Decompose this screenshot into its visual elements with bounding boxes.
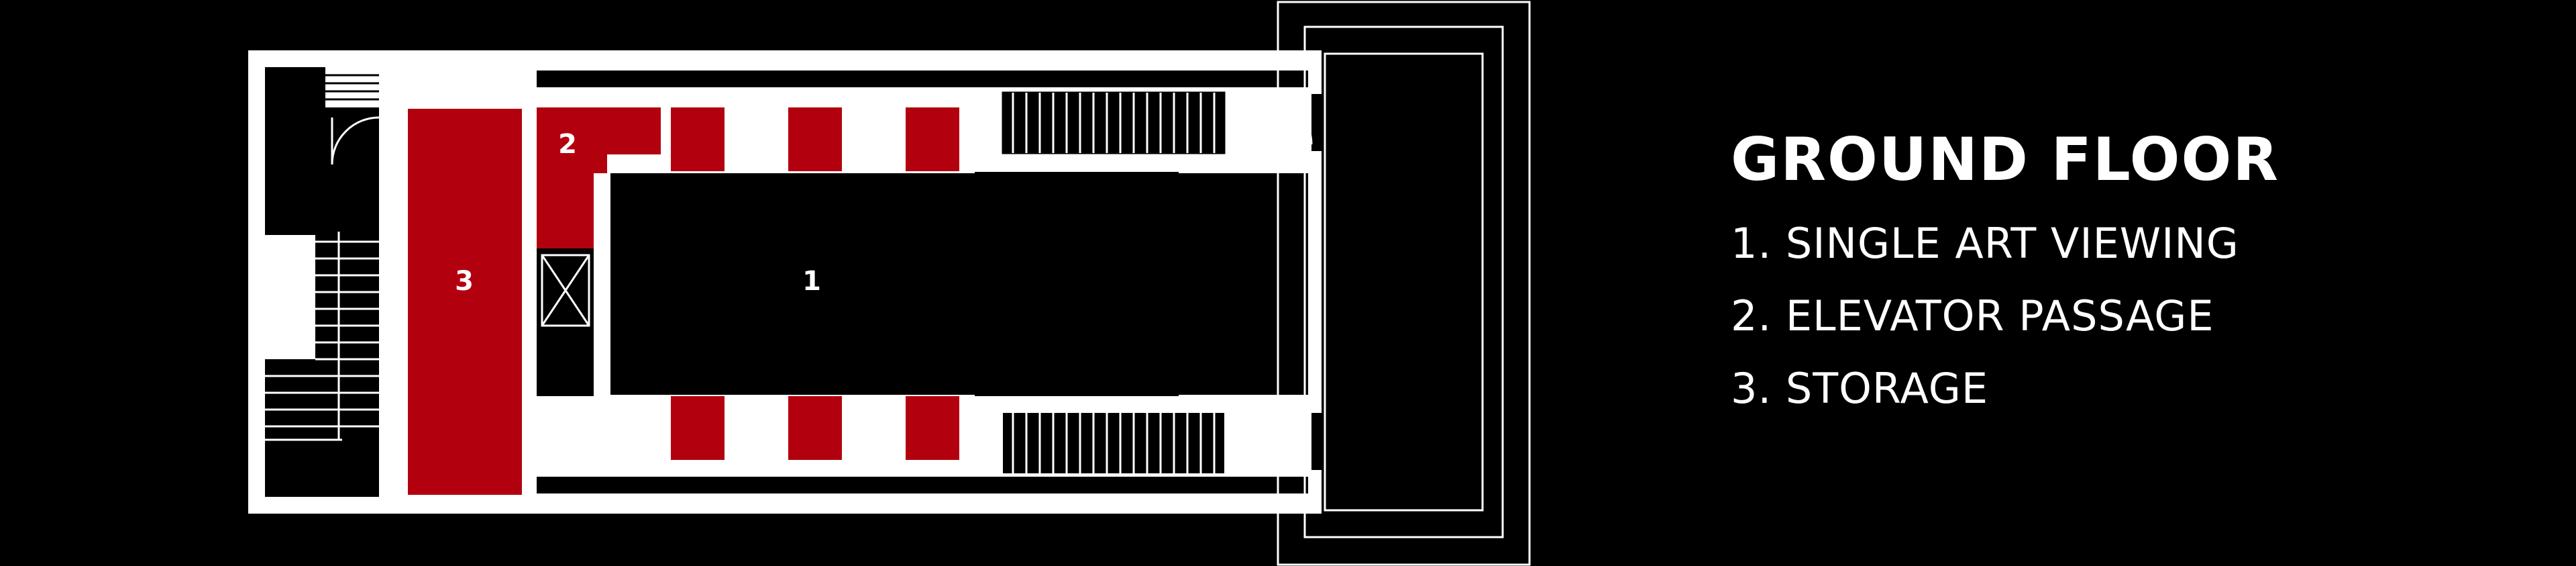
- alcove-top-2: [788, 107, 842, 171]
- elevator: [541, 254, 590, 327]
- stairs-top-lines: [1012, 93, 1216, 153]
- entrance-doors: [1263, 94, 1325, 470]
- room-label-1: 1: [802, 266, 821, 297]
- elevator-cab: [541, 254, 590, 327]
- legend: GROUND FLOOR 1. SINGLE ART VIEWING 2. EL…: [1731, 125, 2280, 425]
- elevator-column: [537, 248, 594, 396]
- stairs-bottom-landing: [975, 368, 1179, 396]
- left-stair-block-top: [325, 67, 379, 107]
- alcove-top-1: [671, 107, 724, 171]
- legend-title: GROUND FLOOR: [1731, 125, 2280, 194]
- annex-outer: [1277, 1, 1531, 566]
- annex-inner: [1303, 26, 1504, 538]
- room-label-2: 2: [558, 129, 577, 160]
- main-hall: [610, 173, 1308, 395]
- stairs-top: [975, 91, 1226, 200]
- annex-core: [1324, 52, 1484, 512]
- stairs-top-tread-area: [1002, 91, 1226, 154]
- elevator-passage: [537, 107, 661, 248]
- top-corridor: [537, 70, 1308, 87]
- legend-item-3: 3. STORAGE: [1731, 363, 1988, 413]
- legend-item-1: 1. SINGLE ART VIEWING: [1731, 218, 2239, 268]
- door-gap-top: [1311, 94, 1325, 151]
- room-label-3: 3: [455, 266, 474, 297]
- stairs-bottom-tread-area: [1003, 413, 1224, 473]
- highlighted-rooms: [408, 107, 959, 495]
- legend-item-2: 2. ELEVATOR PASSAGE: [1731, 291, 2214, 340]
- annex: [1277, 1, 1531, 566]
- door-gap-bottom: [1311, 413, 1325, 470]
- alcove-bottom-2: [788, 396, 842, 460]
- alcove-bottom-3: [906, 396, 959, 460]
- stairs-bottom: [975, 368, 1224, 473]
- door-swing-top: [1264, 96, 1313, 145]
- alcove-bottom-1: [671, 396, 724, 460]
- alcove-top-3: [906, 107, 959, 171]
- stairs-top-landing: [975, 172, 1179, 200]
- bottom-corridor: [537, 477, 1308, 493]
- stairs-bottom-lines: [1012, 413, 1216, 473]
- legend-list: 1. SINGLE ART VIEWING 2. ELEVATOR PASSAG…: [1731, 207, 2279, 425]
- left-staircase: [265, 67, 380, 441]
- storage-room: [408, 109, 522, 495]
- left-stair-core: [265, 235, 315, 359]
